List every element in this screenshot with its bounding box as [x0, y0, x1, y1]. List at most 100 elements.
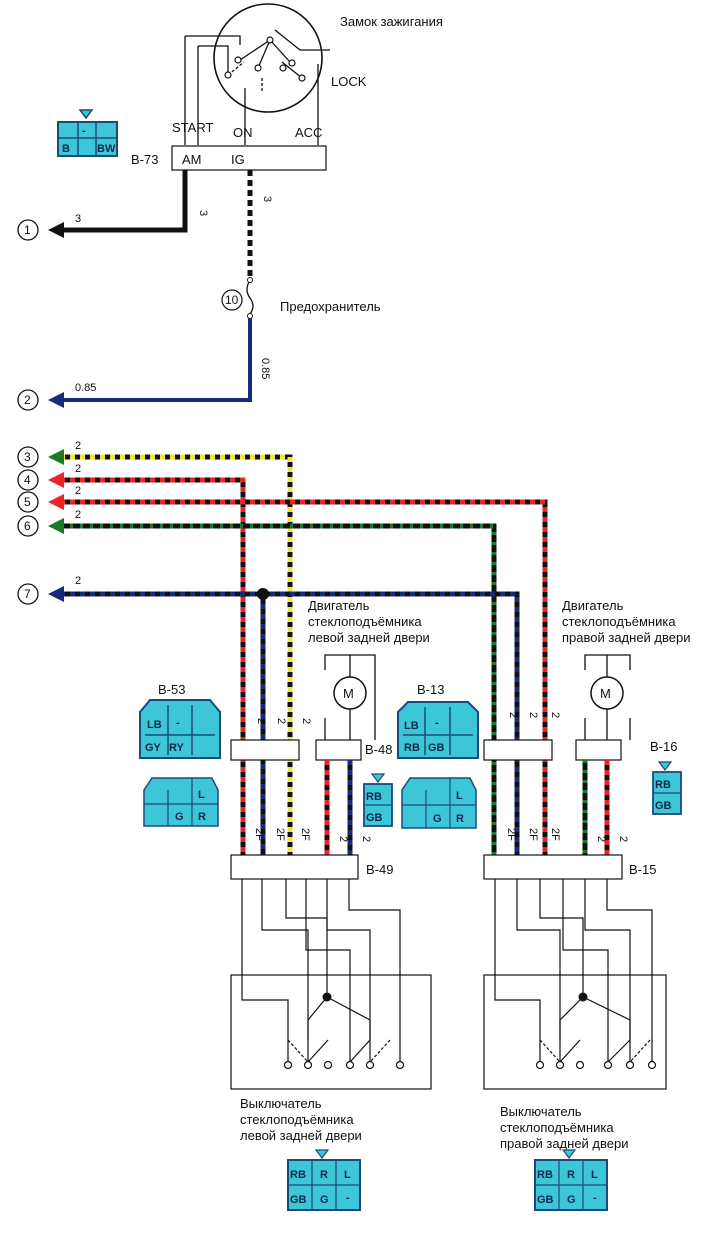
svg-text:RY: RY [169, 742, 185, 754]
on-label: ON [233, 125, 253, 140]
fuse-label: Предохранитель [280, 299, 381, 314]
svg-text:Выключатель: Выключатель [240, 1096, 322, 1111]
circle-markers: 1 2 3 4 5 6 7 [17, 219, 39, 605]
svg-text:2: 2 [75, 463, 81, 475]
svg-text:M: M [600, 686, 611, 701]
left-switch-connector: RB R L GB G - [287, 1149, 361, 1211]
wire-3: 2 [48, 440, 293, 855]
svg-text:2: 2 [549, 712, 561, 718]
svg-text:B-15: B-15 [629, 862, 656, 877]
svg-text:-: - [435, 717, 439, 729]
svg-text:2F: 2F [253, 828, 265, 841]
svg-text:2: 2 [275, 718, 287, 724]
svg-text:2: 2 [337, 836, 349, 842]
left-switch: Выключатель стеклоподъёмника левой задне… [230, 879, 432, 1143]
svg-text:RB: RB [655, 779, 671, 791]
svg-text:2F: 2F [274, 828, 286, 841]
svg-text:Двигатель: Двигатель [308, 598, 370, 613]
svg-text:G: G [567, 1194, 576, 1206]
right-motor: Двигатель стеклоподъёмника правой задней… [483, 598, 691, 855]
b15-connector: B-15 [483, 854, 656, 880]
svg-text:стеклоподъёмника: стеклоподъёмника [308, 614, 422, 629]
svg-text:3: 3 [197, 210, 209, 216]
svg-text:2: 2 [300, 718, 312, 724]
svg-text:2F: 2F [299, 828, 311, 841]
svg-text:LB: LB [404, 720, 419, 732]
svg-text:2: 2 [360, 836, 372, 842]
ig-label: IG [231, 152, 245, 167]
svg-text:2: 2 [24, 393, 31, 407]
svg-text:R: R [567, 1169, 575, 1181]
svg-text:левой задней двери: левой задней двери [240, 1128, 362, 1143]
svg-text:3: 3 [75, 213, 81, 225]
svg-text:B-16: B-16 [650, 739, 677, 754]
svg-text:2: 2 [617, 836, 629, 842]
svg-text:L: L [456, 790, 463, 802]
svg-text:3: 3 [261, 196, 273, 202]
svg-text:L: L [591, 1169, 598, 1181]
pin-labels: 2 2 2 2 2 2 2F 2F 2F 2 2 2F 2F 2F 2 2 [253, 712, 629, 842]
svg-text:0.85: 0.85 [75, 382, 96, 394]
svg-text:4: 4 [24, 473, 31, 487]
svg-text:3: 3 [24, 450, 31, 464]
svg-text:G: G [320, 1194, 329, 1206]
ignition-switch: Замок зажигания LOCK [131, 3, 443, 171]
svg-text:стеклоподъёмника: стеклоподъёмника [240, 1112, 354, 1127]
svg-text:G: G [175, 811, 184, 823]
svg-text:GB: GB [655, 800, 672, 812]
lock-label: LOCK [331, 74, 367, 89]
svg-text:RB: RB [290, 1169, 306, 1181]
svg-text:R: R [198, 811, 206, 823]
svg-text:GB: GB [537, 1194, 554, 1206]
svg-text:правой задней двери: правой задней двери [562, 630, 691, 645]
svg-text:-: - [593, 1192, 597, 1204]
svg-text:2: 2 [595, 836, 607, 842]
right-switch-connector: RB R L GB G - [534, 1149, 608, 1211]
ignition-title: Замок зажигания [340, 14, 443, 29]
svg-text:B-13: B-13 [417, 682, 444, 697]
b13-connector: B-13 LB - RB GB [397, 682, 479, 759]
svg-text:0.85: 0.85 [259, 358, 271, 379]
svg-text:-: - [346, 1192, 350, 1204]
b53-female-connector: L G R [143, 777, 219, 827]
svg-text:левой задней двери: левой задней двери [308, 630, 430, 645]
b48-label: B-48 [365, 742, 392, 757]
svg-text:-: - [176, 717, 180, 729]
svg-text:Выключатель: Выключатель [500, 1104, 582, 1119]
svg-text:1: 1 [24, 223, 31, 237]
b13-female-connector: L G R [401, 777, 477, 829]
svg-text:2: 2 [255, 718, 267, 724]
svg-text:7: 7 [24, 587, 31, 601]
svg-text:RB: RB [537, 1169, 553, 1181]
right-switch: Выключатель стеклоподъёмника правой задн… [483, 879, 667, 1151]
b73-connector: - B BW [57, 109, 118, 157]
svg-text:2: 2 [527, 712, 539, 718]
acc-label: ACC [295, 125, 322, 140]
svg-text:стеклоподъёмника: стеклоподъёмника [562, 614, 676, 629]
svg-text:RB: RB [366, 791, 382, 803]
svg-text:6: 6 [24, 519, 31, 533]
b53-connector: B-53 LB - GY RY [139, 682, 221, 759]
am-label: AM [182, 152, 202, 167]
svg-text:BW: BW [97, 143, 116, 155]
svg-text:стеклоподъёмника: стеклоподъёмника [500, 1120, 614, 1135]
wire-4: 2 [48, 463, 246, 855]
b16-connector: B-16 RB GB [650, 739, 682, 815]
svg-text:-: - [82, 125, 86, 137]
b48-connector-face: RB GB [363, 773, 393, 827]
svg-text:Двигатель: Двигатель [562, 598, 624, 613]
svg-text:2F: 2F [549, 828, 561, 841]
start-label: START [172, 120, 213, 135]
svg-text:правой задней двери: правой задней двери [500, 1136, 629, 1151]
b73-label: B-73 [131, 152, 158, 167]
svg-text:2: 2 [507, 712, 519, 718]
wire-5: 2 [48, 485, 548, 855]
svg-text:GY: GY [145, 742, 162, 754]
svg-text:B-53: B-53 [158, 682, 185, 697]
svg-text:2: 2 [75, 509, 81, 521]
svg-text:2: 2 [75, 485, 81, 497]
svg-text:GB: GB [290, 1194, 307, 1206]
svg-text:R: R [320, 1169, 328, 1181]
svg-text:LB: LB [147, 719, 162, 731]
